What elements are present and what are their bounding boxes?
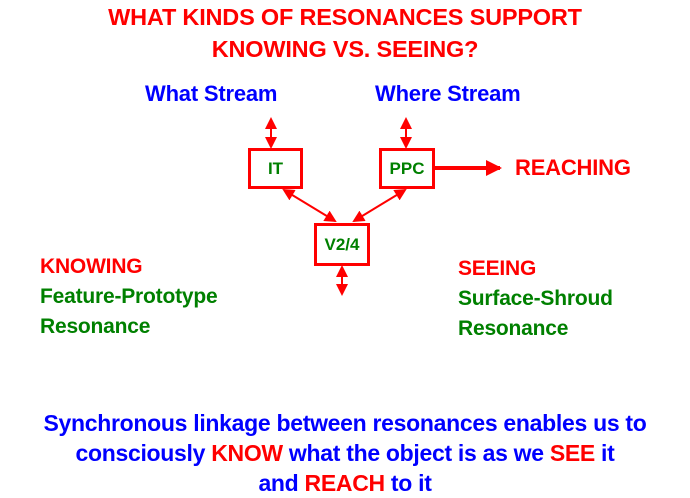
conclusion-line-1: Synchronous linkage between resonances e… bbox=[43, 410, 647, 436]
know-emphasis: KNOW bbox=[211, 440, 283, 466]
what-stream-label: What Stream bbox=[145, 81, 278, 106]
node-ppc-label: PPC bbox=[389, 158, 425, 178]
node-ppc: PPC bbox=[379, 148, 435, 189]
seeing-line-2: Resonance bbox=[458, 317, 569, 340]
slide-title: WHAT KINDS OF RESONANCES SUPPORT KNOWING… bbox=[0, 1, 690, 65]
knowing-line-2: Resonance bbox=[40, 315, 151, 338]
seeing-block: SEEING Surface-Shroud Resonance bbox=[458, 254, 613, 344]
node-it-label: IT bbox=[267, 158, 284, 178]
conclusion-line-2: consciously KNOW what the object is as w… bbox=[0, 438, 690, 468]
knowing-heading: KNOWING bbox=[40, 255, 143, 278]
ppc-v24-arrow bbox=[352, 188, 407, 223]
knowing-line-1: Feature-Prototype bbox=[40, 285, 218, 308]
where-stream-label: Where Stream bbox=[375, 81, 521, 106]
reach-emphasis: REACH bbox=[304, 470, 386, 496]
node-it: IT bbox=[248, 148, 303, 189]
reaching-label: REACHING bbox=[515, 155, 631, 180]
conclusion-text-segment: consciously bbox=[75, 440, 212, 466]
conclusion-text-segment: what the object is as we bbox=[282, 440, 550, 466]
conclusion-text-segment: it bbox=[594, 440, 615, 466]
title-line-1: WHAT KINDS OF RESONANCES SUPPORT bbox=[108, 4, 582, 30]
node-v24: V2/4 bbox=[314, 223, 370, 266]
conclusion-text: Synchronous linkage between resonances e… bbox=[0, 408, 690, 498]
conclusion-text-segment: and bbox=[258, 470, 305, 496]
knowing-block: KNOWING Feature-Prototype Resonance bbox=[40, 252, 218, 342]
title-line-2: KNOWING VS. SEEING? bbox=[211, 36, 479, 62]
conclusion-text-segment: to it bbox=[384, 470, 432, 496]
node-v24-label: V2/4 bbox=[324, 234, 360, 254]
seeing-line-1: Surface-Shroud bbox=[458, 287, 613, 310]
it-v24-arrow bbox=[282, 188, 337, 223]
seeing-heading: SEEING bbox=[458, 257, 537, 280]
conclusion-line-3: and REACH to it bbox=[0, 468, 690, 498]
see-emphasis: SEE bbox=[549, 440, 595, 466]
